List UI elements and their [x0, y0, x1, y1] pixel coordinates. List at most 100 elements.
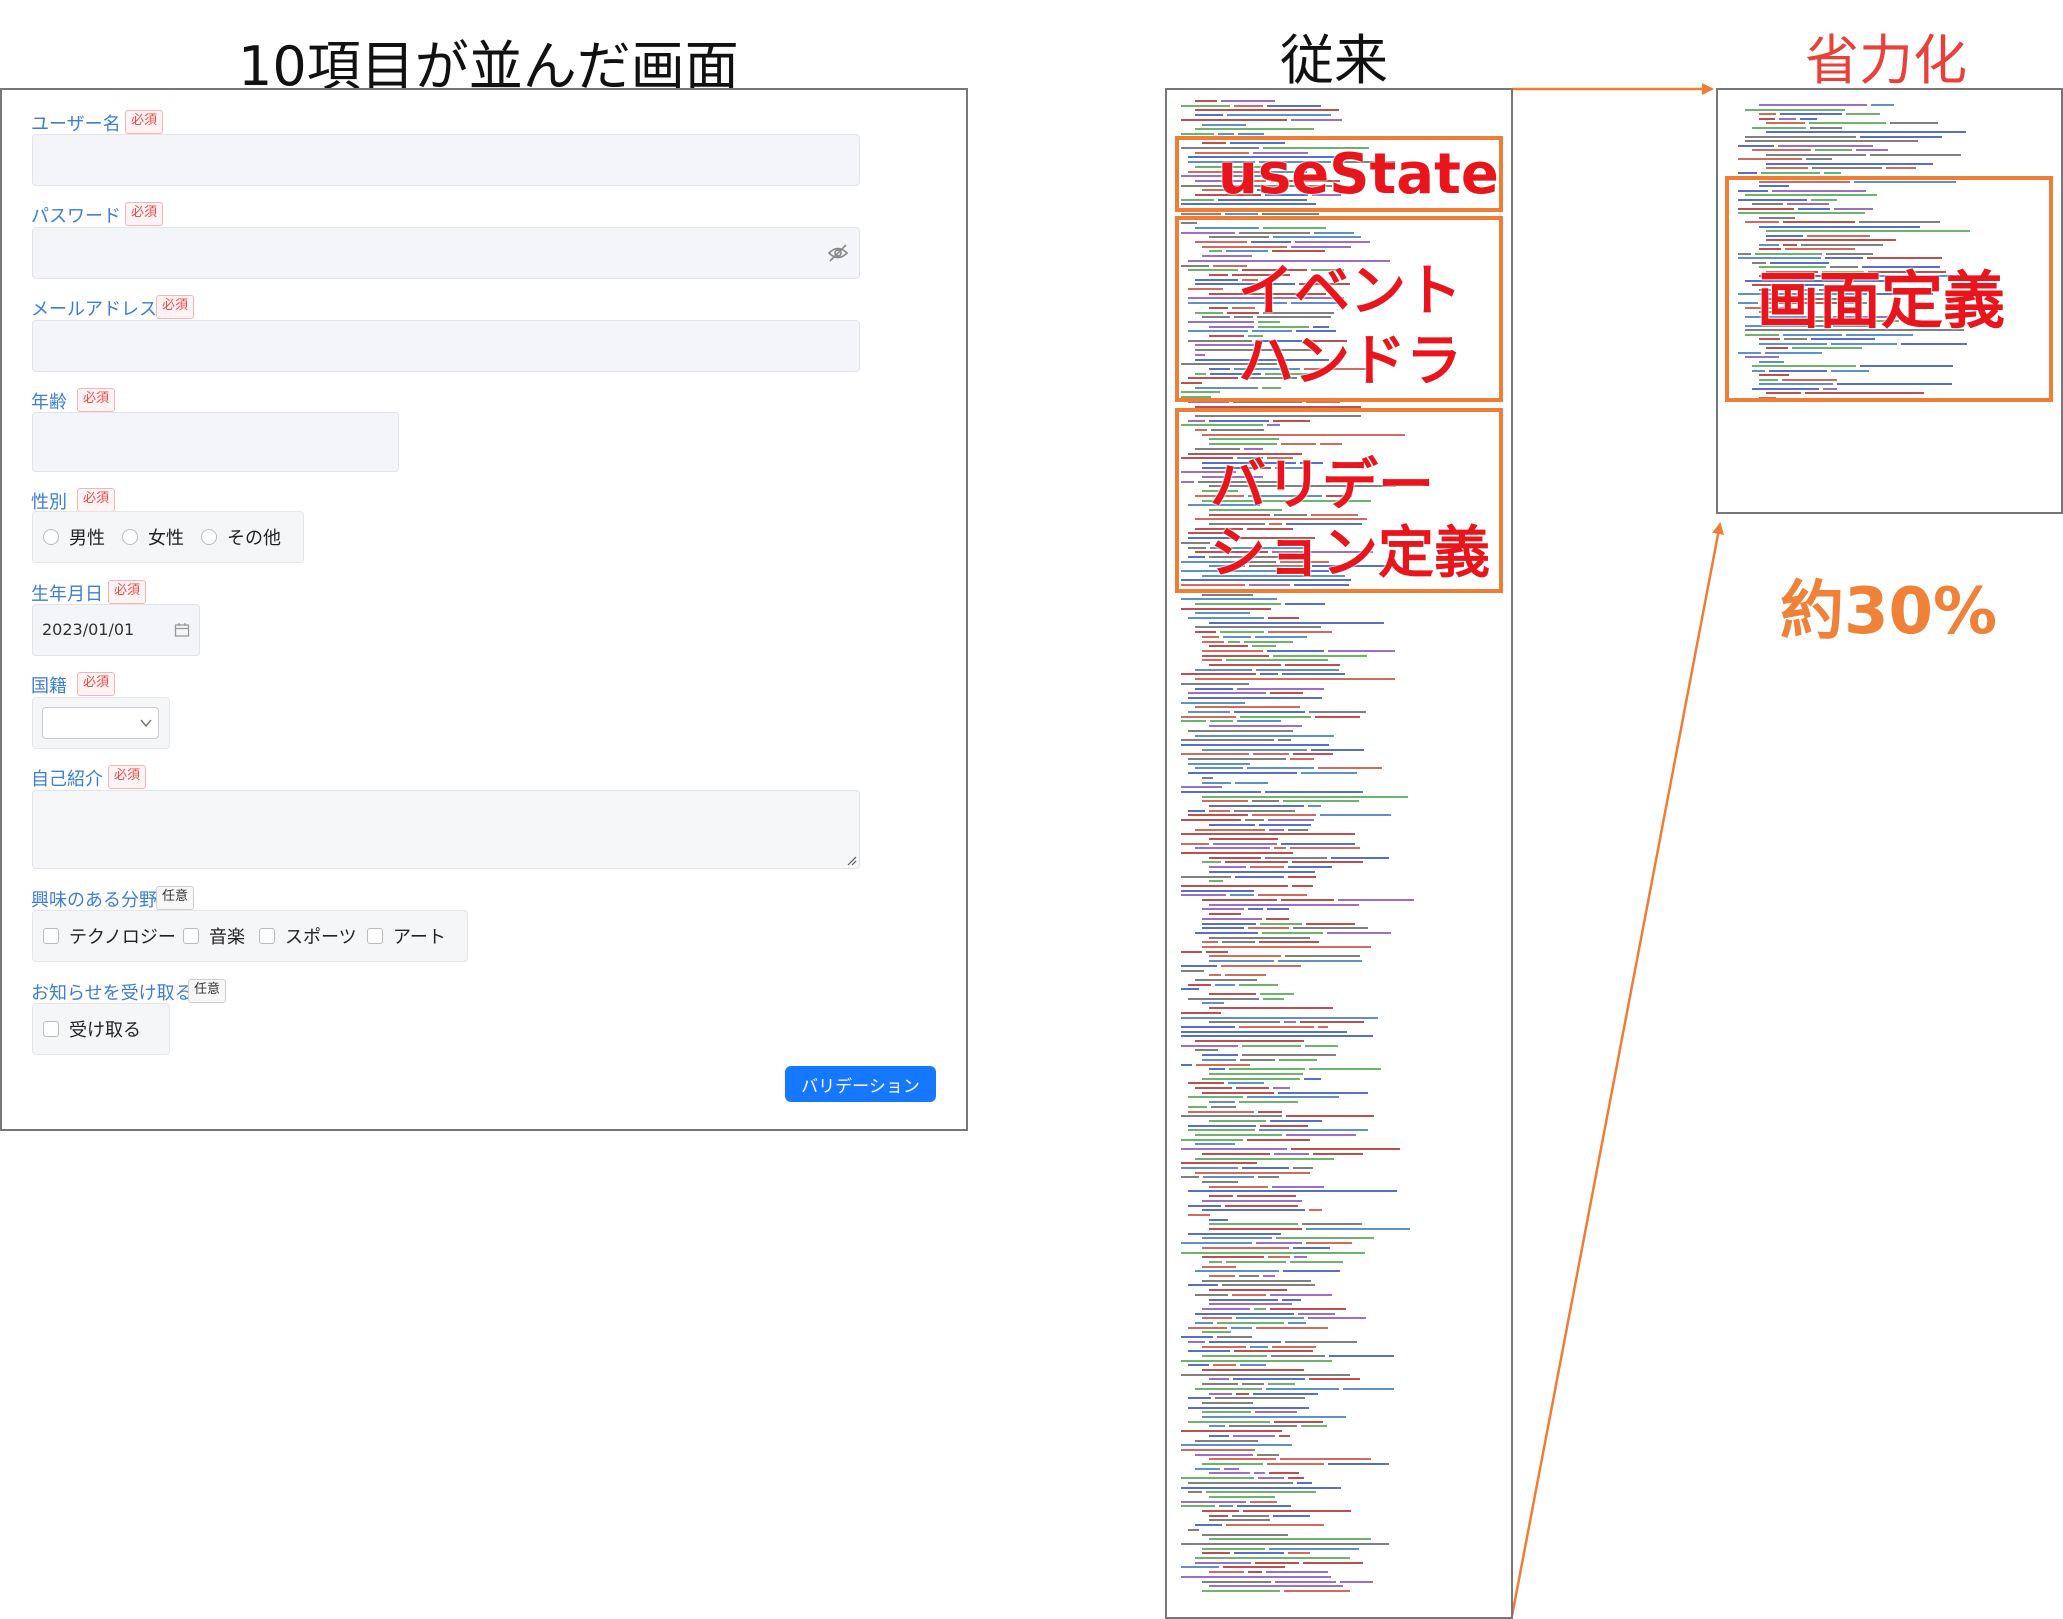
code-line: [1292, 884, 1313, 887]
code-line: [1195, 447, 1240, 450]
code-line: [1195, 349, 1323, 352]
code-line: [1195, 678, 1396, 681]
code-line: [1181, 570, 1289, 572]
password-input[interactable]: [32, 227, 860, 279]
required-badge: 必須: [125, 202, 164, 226]
code-line: [1236, 1317, 1305, 1320]
email-input[interactable]: [32, 320, 860, 372]
code-line: [1231, 273, 1290, 276]
interest-option-art[interactable]: アート: [367, 911, 446, 961]
code-line: [1240, 1364, 1266, 1367]
birthdate-value: 2023/01/01: [42, 620, 135, 639]
code-line: [1804, 392, 1924, 394]
intro-label: 自己紹介: [31, 769, 103, 790]
gender-option-other[interactable]: その他: [201, 512, 281, 562]
code-line: [1209, 880, 1223, 883]
username-input[interactable]: [32, 134, 860, 186]
code-line: [1299, 283, 1350, 286]
code-line: [1202, 781, 1231, 784]
nationality-select[interactable]: [42, 707, 159, 739]
code-line: [1181, 894, 1227, 897]
code-line: [1209, 870, 1316, 873]
birthdate-label: 生年月日: [31, 584, 103, 605]
code-line: [1181, 1242, 1252, 1245]
code-line: [1195, 358, 1329, 361]
code-line: [1269, 1293, 1333, 1296]
code-line: [1759, 104, 1867, 106]
code-line: [1229, 142, 1285, 145]
gender-option-female[interactable]: 女性: [122, 512, 184, 562]
after-title: 省力化: [1805, 29, 1967, 92]
gender-option-male[interactable]: 男性: [43, 512, 105, 562]
code-line: [1780, 113, 1842, 115]
nationality-label: 国籍: [31, 676, 67, 697]
code-line: [1745, 108, 1845, 111]
eye-off-icon[interactable]: [827, 243, 849, 263]
code-line: [1195, 1087, 1233, 1089]
code-line: [1859, 365, 1953, 367]
calendar-icon[interactable]: [174, 622, 190, 638]
checkbox-icon[interactable]: [367, 928, 383, 944]
code-line: [1236, 1505, 1292, 1508]
code-line: [1225, 1524, 1324, 1527]
code-line: [1752, 284, 1782, 286]
code-line: [1901, 342, 1967, 345]
code-line: [1220, 100, 1275, 102]
code-line: [1242, 1044, 1301, 1047]
code-line: [1258, 325, 1309, 328]
code-line: [1233, 1434, 1275, 1437]
checkbox-icon[interactable]: [183, 928, 199, 944]
resize-handle-icon[interactable]: [845, 854, 857, 866]
validation-section-label-1: バリデー: [1210, 453, 1434, 518]
code-line: [1195, 109, 1340, 112]
code-line: [1304, 1044, 1338, 1047]
screen-definition-section-label: 画面定義: [1757, 264, 2006, 337]
newsletter-label: お知らせを受け取る: [31, 983, 193, 1004]
code-line: [1209, 438, 1280, 441]
code-line: [1745, 221, 1779, 223]
code-line: [1188, 711, 1230, 713]
code-line: [1304, 1077, 1321, 1080]
code-line: [1202, 1331, 1232, 1334]
code-line: [1784, 248, 1856, 250]
code-line: [1209, 1392, 1233, 1395]
newsletter-option[interactable]: 受け取る: [43, 1004, 141, 1054]
code-line: [1181, 1477, 1254, 1480]
code-line: [1311, 269, 1345, 272]
code-line: [1209, 960, 1275, 963]
code-line: [1766, 234, 1804, 237]
radio-icon[interactable]: [201, 529, 217, 545]
code-line: [1220, 631, 1265, 634]
code-line: [1181, 950, 1203, 953]
code-line: [1209, 1218, 1229, 1221]
code-line: [1209, 335, 1244, 337]
age-input[interactable]: [32, 412, 399, 472]
code-line: [1287, 1552, 1310, 1555]
intro-textarea[interactable]: [32, 790, 860, 869]
radio-icon[interactable]: [122, 529, 138, 545]
code-line: [1267, 649, 1324, 652]
checkbox-icon[interactable]: [43, 1021, 59, 1037]
username-label: ユーザー名: [31, 114, 121, 135]
code-line: [1195, 847, 1271, 850]
code-line: [1301, 377, 1313, 380]
code-line: [1208, 555, 1283, 558]
code-line: [1202, 1580, 1271, 1583]
radio-icon[interactable]: [43, 529, 59, 545]
checkbox-icon[interactable]: [43, 928, 59, 944]
validate-button[interactable]: バリデーション: [785, 1066, 936, 1102]
code-line: [1202, 927, 1245, 930]
code-line: [1188, 330, 1249, 333]
code-line: [1264, 790, 1364, 793]
birthdate-picker[interactable]: 2023/01/01: [32, 604, 200, 656]
code-line: [1766, 297, 1828, 300]
code-line: [1759, 378, 1778, 381]
code-line: [1327, 931, 1391, 934]
checkbox-icon[interactable]: [259, 928, 275, 944]
code-line: [1337, 899, 1414, 901]
interest-option-technology[interactable]: テクノロジー: [43, 911, 176, 961]
interest-option-sports[interactable]: スポーツ: [259, 911, 357, 961]
code-line: [1288, 866, 1332, 869]
interest-option-music[interactable]: 音楽: [183, 911, 245, 961]
code-line: [1195, 114, 1223, 117]
